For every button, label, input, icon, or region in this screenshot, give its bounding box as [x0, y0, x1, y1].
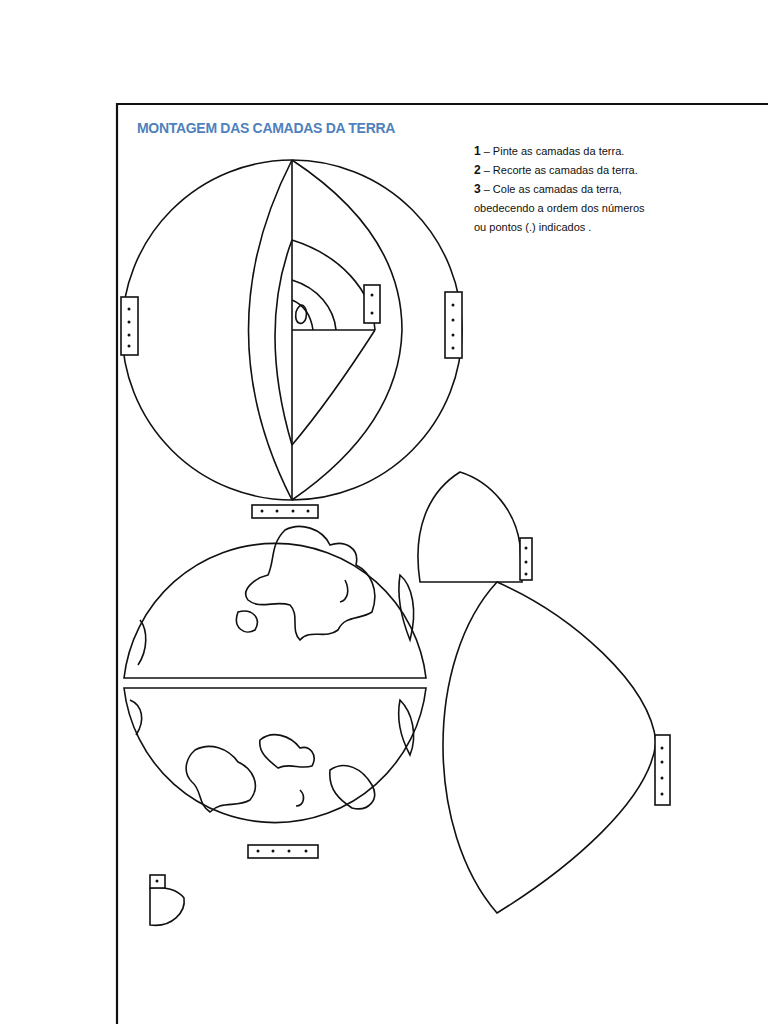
instruction-text: – Recorte as camadas da terra.	[484, 164, 638, 176]
instruction-line: 3– Cole as camadas da terra, obedecendo …	[474, 180, 652, 237]
instruction-text: – Cole as camadas da terra, obedecendo a…	[474, 183, 645, 233]
step-number: 2	[474, 163, 481, 177]
step-number: 1	[474, 144, 481, 158]
instruction-text: – Pinte as camadas da terra.	[484, 145, 625, 157]
worksheet-title: MONTAGEM DAS CAMADAS DA TERRA	[137, 120, 395, 136]
instruction-line: 1– Pinte as camadas da terra.	[474, 142, 754, 161]
instruction-line: 2– Recorte as camadas da terra.	[474, 161, 754, 180]
step-number: 3	[474, 182, 481, 196]
